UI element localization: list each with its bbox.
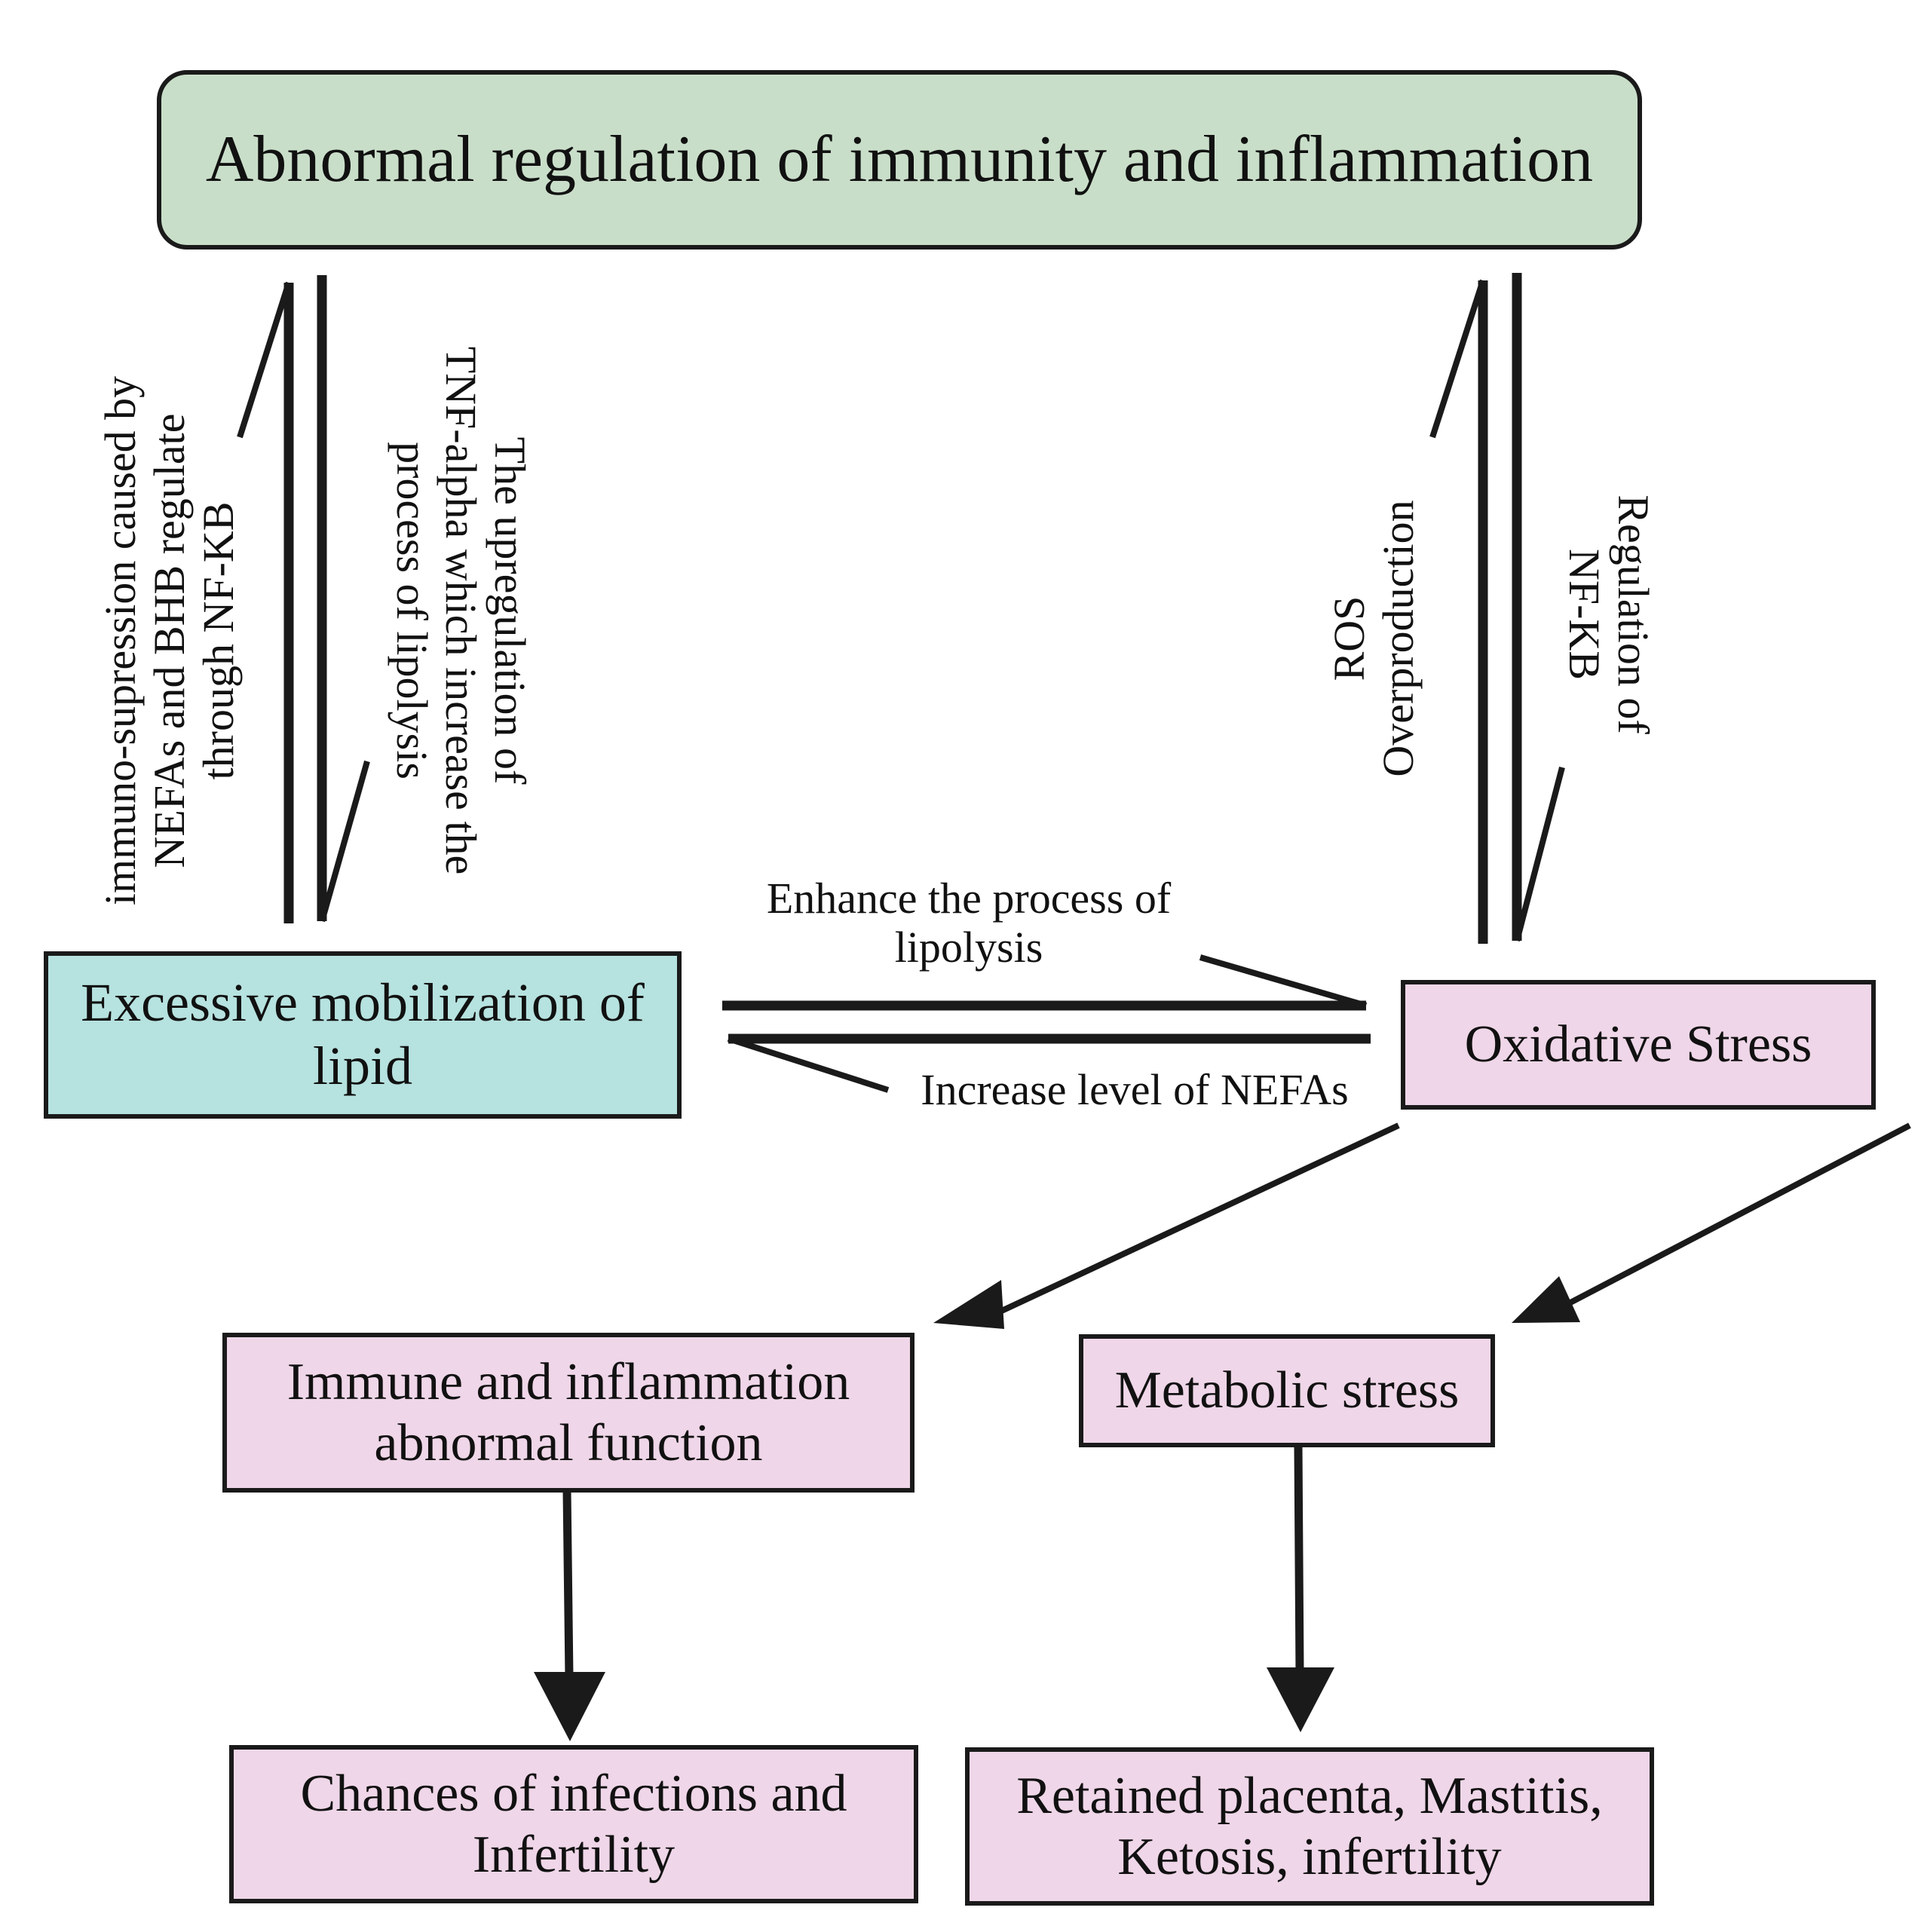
down-right-arrowhead bbox=[1267, 1667, 1334, 1732]
left-down-edge-label-line3: process of lipolysis bbox=[388, 442, 437, 779]
down-left-arrow-shaft bbox=[562, 1490, 574, 1678]
right-down-edge-label-line2: NF-KB bbox=[1560, 548, 1610, 681]
left-up-edge-label-line2: NEFAs and BHB regulate bbox=[144, 413, 194, 868]
left-down-edge-label-line1: The upregulation of bbox=[486, 436, 535, 785]
right-up-edge-label: ROS Overproduction bbox=[1325, 473, 1431, 804]
diag-left-arrowhead bbox=[933, 1280, 1004, 1329]
immune-node: Immune and inflammation abnormal functio… bbox=[222, 1333, 915, 1493]
infections-node-line1: Chances of infections and bbox=[300, 1764, 847, 1823]
top-node-label: Abnormal regulation of immunity and infl… bbox=[205, 122, 1594, 196]
h-right-arrow-barb bbox=[1199, 954, 1368, 1009]
metabolic-node-label: Metabolic stress bbox=[1114, 1361, 1460, 1420]
left-down-arrow-barb bbox=[319, 760, 370, 923]
right-down-arrow-barb bbox=[1514, 766, 1565, 942]
h-left-arrow-barb bbox=[727, 1036, 890, 1093]
retained-node-line1: Retained placenta, Mastitis, bbox=[1016, 1766, 1603, 1825]
down-left-arrowhead bbox=[534, 1672, 605, 1741]
lipid-node-line2: lipid bbox=[312, 1036, 412, 1096]
left-up-edge-label-line3: through NF-KB bbox=[193, 501, 243, 780]
down-right-arrow-shaft bbox=[1294, 1447, 1304, 1674]
h-right-edge-label-line2: lipolysis bbox=[894, 922, 1043, 972]
right-up-arrow-barb bbox=[1429, 279, 1486, 439]
oxidative-node: Oxidative Stress bbox=[1401, 980, 1876, 1110]
right-up-edge-label-line2: Overproduction bbox=[1373, 500, 1423, 777]
retained-node-line2: Ketosis, infertility bbox=[1117, 1828, 1502, 1886]
diag-left-arrow-shaft bbox=[982, 1122, 1400, 1322]
right-down-edge-label-line1: Regulation of bbox=[1609, 494, 1658, 734]
lipid-node-line1: Excessive mobilization of bbox=[81, 972, 645, 1033]
left-up-edge-label: immuno-supression caused by NEFAs and BH… bbox=[96, 354, 255, 927]
oxidative-node-label: Oxidative Stress bbox=[1464, 1015, 1812, 1074]
right-down-edge-label: Regulation of NF-KB bbox=[1552, 464, 1658, 765]
diag-right-arrowhead bbox=[1512, 1276, 1580, 1323]
immune-node-line2: abnormal function bbox=[374, 1414, 763, 1472]
diag-right-arrow-shaft bbox=[1552, 1122, 1911, 1315]
left-up-edge-label-line1: immuno-supression caused by bbox=[96, 375, 145, 906]
h-right-edge-label-line1: Enhance the process of bbox=[766, 874, 1172, 923]
h-left-edge-label: Increase level of NEFAs bbox=[921, 1065, 1349, 1114]
retained-node: Retained placenta, Mastitis, Ketosis, in… bbox=[965, 1747, 1654, 1906]
left-down-edge-label-line2: TNF-alpha which increase the bbox=[437, 346, 486, 875]
lipid-node: Excessive mobilization of lipid bbox=[44, 951, 682, 1119]
h-right-edge-label: Enhance the process of lipolysis bbox=[724, 874, 1214, 972]
metabolic-node: Metabolic stress bbox=[1079, 1334, 1495, 1447]
infections-node-line2: Infertility bbox=[472, 1826, 676, 1884]
infections-node: Chances of infections and Infertility bbox=[229, 1745, 918, 1903]
right-up-edge-label-line1: ROS bbox=[1325, 596, 1374, 681]
immune-node-line1: Immune and inflammation bbox=[286, 1352, 850, 1411]
top-node: Abnormal regulation of immunity and infl… bbox=[157, 70, 1642, 250]
left-down-edge-label: The upregulation of TNF-alpha which incr… bbox=[375, 324, 535, 897]
left-up-arrow-barb bbox=[237, 281, 292, 439]
